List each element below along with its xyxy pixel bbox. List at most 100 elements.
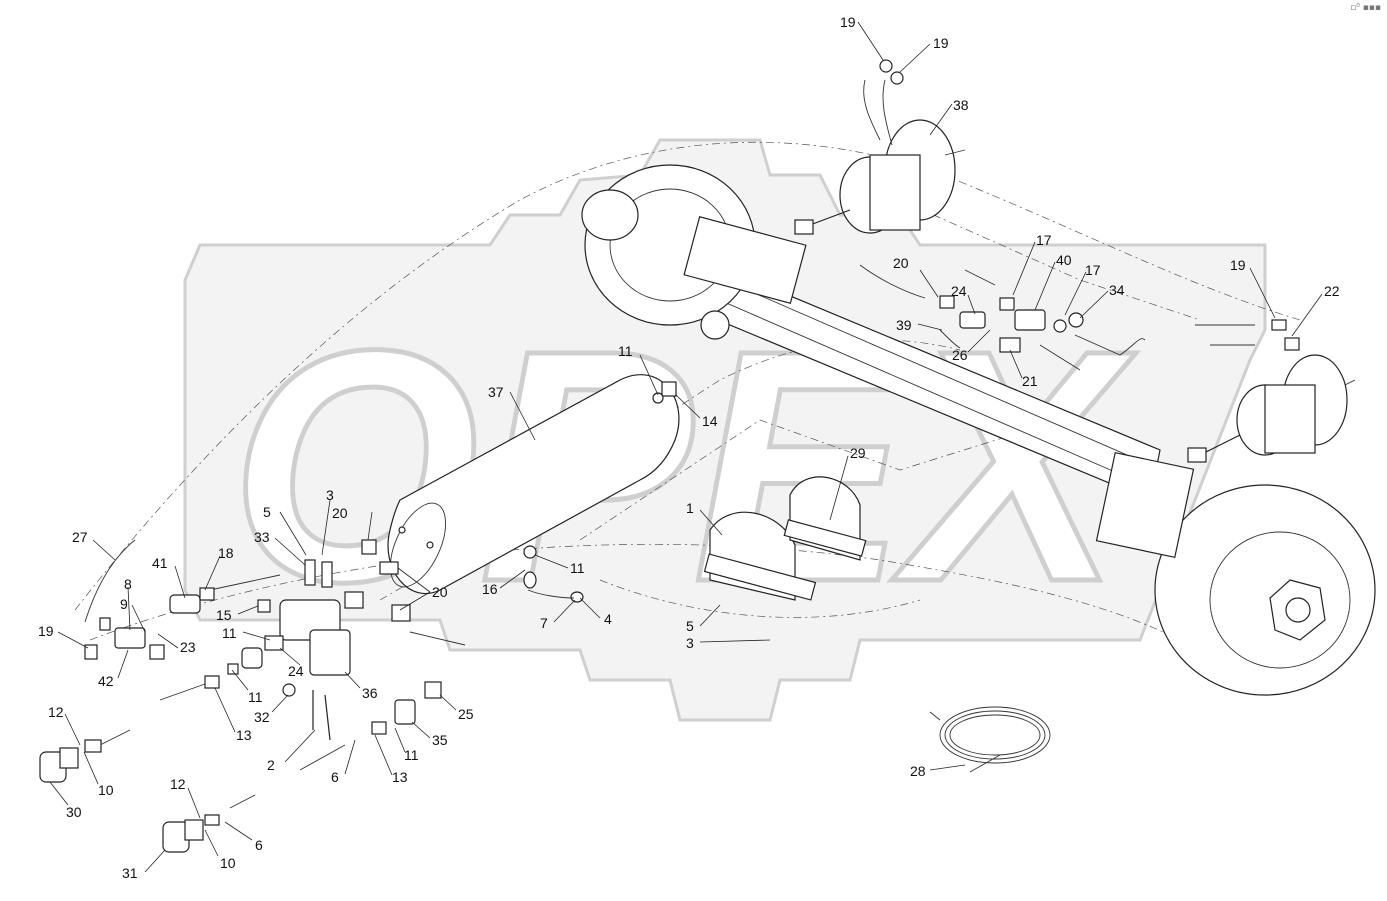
callout-20-left: 20	[332, 505, 373, 541]
callout-3-top: 3	[321, 487, 334, 556]
callout-37: 37	[488, 384, 536, 441]
callout-17-a: 17	[1012, 232, 1052, 296]
svg-text:10: 10	[220, 855, 236, 871]
callout-6-bottom: 6	[224, 821, 263, 853]
svg-text:29: 29	[850, 445, 866, 461]
svg-text:20: 20	[893, 255, 909, 271]
callout-35: 35	[411, 721, 448, 748]
brake-chamber-right	[1187, 354, 1356, 463]
callout-17-b: 17	[1064, 262, 1101, 316]
callout-5-right: 5	[686, 604, 721, 634]
svg-text:27: 27	[72, 529, 88, 545]
callout-11-bottom: 11	[394, 727, 419, 763]
svg-text:5: 5	[263, 504, 271, 520]
valves-and-fittings	[39, 295, 1300, 853]
callout-20-mid: 20	[397, 567, 448, 611]
callout-20-top: 20	[893, 255, 939, 298]
svg-text:2: 2	[267, 757, 275, 773]
callout-5-left: 5	[263, 504, 307, 556]
callout-19-right: 19	[1230, 257, 1276, 319]
svg-text:21: 21	[1022, 373, 1038, 389]
svg-text:11: 11	[248, 689, 263, 705]
callout-11-valve: 11	[222, 625, 271, 641]
callout-15: 15	[216, 605, 259, 623]
callout-8: 8	[124, 576, 132, 631]
coiled-hose	[929, 706, 1051, 773]
svg-text:18: 18	[218, 545, 234, 561]
callout-13-mid: 13	[214, 687, 252, 743]
callout-22: 22	[1291, 283, 1340, 337]
callout-30: 30	[49, 781, 82, 820]
svg-text:31: 31	[122, 865, 138, 881]
svg-text:35: 35	[432, 732, 448, 748]
callout-25: 25	[439, 694, 474, 722]
svg-text:3: 3	[326, 487, 334, 503]
svg-text:11: 11	[222, 625, 237, 641]
brake-drum-right	[1095, 451, 1376, 696]
svg-text:20: 20	[332, 505, 348, 521]
callout-7: 7	[540, 599, 576, 631]
callout-32: 32	[254, 694, 289, 725]
svg-text:7: 7	[540, 615, 548, 631]
svg-text:30: 30	[66, 804, 82, 820]
svg-text:26: 26	[952, 347, 968, 363]
svg-text:38: 38	[953, 97, 969, 113]
svg-text:4: 4	[604, 611, 612, 627]
svg-text:19: 19	[38, 623, 54, 639]
brake-drum-left	[581, 164, 807, 340]
callout-19-top-a: 19	[840, 14, 884, 61]
callout-19-left: 19	[38, 623, 89, 649]
callout-27: 27	[72, 529, 116, 561]
callout-29: 29	[829, 445, 866, 521]
svg-text:42: 42	[98, 673, 114, 689]
svg-text:32: 32	[254, 709, 270, 725]
svg-text:36: 36	[362, 685, 378, 701]
svg-text:12: 12	[48, 704, 64, 720]
svg-text:25: 25	[458, 706, 474, 722]
svg-text:23: 23	[180, 639, 196, 655]
svg-text:3: 3	[686, 635, 694, 651]
callout-41: 41	[152, 555, 186, 599]
callout-6-mid: 6	[331, 739, 356, 785]
svg-text:34: 34	[1109, 282, 1125, 298]
callout-24-bottom: 24	[279, 647, 304, 679]
svg-text:6: 6	[331, 769, 339, 785]
svg-text:17: 17	[1036, 232, 1052, 248]
callout-11-lower: 11	[231, 669, 263, 705]
callout-38: 38	[929, 97, 969, 136]
callout-36: 36	[344, 671, 378, 701]
svg-text:16: 16	[482, 581, 498, 597]
callout-34: 34	[1079, 282, 1125, 319]
svg-text:8: 8	[124, 576, 132, 592]
tank-brackets	[703, 476, 867, 601]
callout-3-right: 3	[686, 635, 771, 651]
callout-10-top: 10	[83, 751, 114, 798]
svg-text:9: 9	[120, 596, 128, 612]
callout-16: 16	[482, 569, 526, 597]
svg-text:24: 24	[288, 663, 304, 679]
corner-mark: ▫⁰ ▪▪▪	[1350, 3, 1381, 13]
callout-33: 33	[254, 529, 306, 566]
callout-9: 9	[120, 596, 146, 633]
svg-text:11: 11	[404, 747, 419, 763]
svg-text:22: 22	[1324, 283, 1340, 299]
svg-text:37: 37	[488, 384, 504, 400]
svg-text:17: 17	[1085, 262, 1101, 278]
callout-11-tank: 11	[618, 343, 659, 396]
callout-21: 21	[1009, 349, 1038, 389]
callout-12-bottom: 12	[170, 776, 201, 819]
svg-text:41: 41	[152, 555, 168, 571]
watermark-text: OPEX	[230, 281, 1137, 650]
callout-42: 42	[98, 649, 129, 689]
svg-text:33: 33	[254, 529, 270, 545]
callout-2: 2	[267, 729, 316, 773]
callout-14: 14	[675, 394, 718, 429]
svg-text:1: 1	[686, 500, 694, 516]
svg-text:11: 11	[570, 560, 585, 576]
callout-31: 31	[122, 849, 166, 881]
callout-13-low: 13	[374, 734, 408, 785]
svg-text:11: 11	[618, 343, 633, 359]
svg-text:19: 19	[1230, 257, 1246, 273]
svg-text:10: 10	[98, 782, 114, 798]
